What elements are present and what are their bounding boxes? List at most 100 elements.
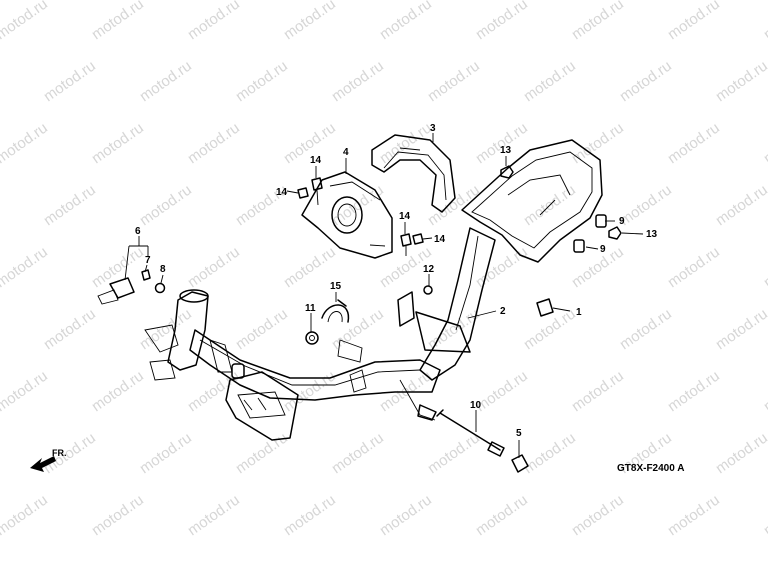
- callout-7: 7: [145, 255, 151, 266]
- watermark-text: motod.ru: [41, 181, 99, 229]
- watermark-text: motod.ru: [665, 367, 723, 415]
- watermark-text: motod.ru: [761, 119, 768, 167]
- watermark-text: motod.ru: [185, 367, 243, 415]
- watermark-text: motod.ru: [377, 491, 435, 539]
- watermark-text: motod.ru: [0, 0, 51, 43]
- front-label: FR.: [52, 448, 67, 458]
- watermark-text: motod.ru: [329, 181, 387, 229]
- watermark-text: motod.ru: [89, 243, 147, 291]
- watermark-text: motod.ru: [761, 367, 768, 415]
- callout-13a: 13: [500, 145, 512, 156]
- watermark-text: motod.ru: [617, 57, 675, 105]
- part-6-switch: [97, 277, 135, 305]
- watermark-text: motod.ru: [665, 491, 723, 539]
- callout-14a: 14: [310, 155, 322, 166]
- watermark-text: motod.ru: [473, 491, 531, 539]
- watermark-text: motod.ru: [569, 0, 627, 43]
- watermark-text: motod.ru: [761, 243, 768, 291]
- watermark-text: motod.ru: [569, 243, 627, 291]
- callout-8: 8: [160, 264, 166, 275]
- callout-3: 3: [430, 123, 436, 134]
- part-7-screw: [141, 269, 151, 281]
- callout-9b: 9: [600, 244, 606, 255]
- part-14-bolt-c: [400, 233, 412, 256]
- watermark-text: motod.ru: [665, 243, 723, 291]
- watermark-text: motod.ru: [89, 119, 147, 167]
- part-14-bolt-d: [412, 233, 424, 245]
- watermark-text: motod.ru: [425, 57, 483, 105]
- front-arrow-icon: [30, 456, 56, 472]
- watermark-text: motod.ru: [185, 243, 243, 291]
- watermark-text: motod.ru: [617, 181, 675, 229]
- watermark-text: motod.ru: [665, 0, 723, 43]
- watermark-text: motod.ru: [185, 119, 243, 167]
- callout-15: 15: [330, 281, 342, 292]
- watermark-text: motod.ru: [377, 0, 435, 43]
- watermark-text: motod.ru: [137, 181, 195, 229]
- watermark-text: motod.ru: [329, 429, 387, 477]
- part-13-nut-upper: [500, 165, 514, 179]
- watermark-text: motod.ru: [281, 491, 339, 539]
- watermark-text: motod.ru: [137, 429, 195, 477]
- watermark-text: motod.ru: [0, 305, 3, 353]
- part-3-bracket: [371, 134, 456, 213]
- watermark-text: motod.ru: [713, 181, 768, 229]
- watermark-text: motod.ru: [0, 119, 51, 167]
- watermark-text: motod.ru: [41, 429, 99, 477]
- watermark-text: motod.ru: [281, 0, 339, 43]
- watermark-layer: motod.ru motod.ru motod.ru motod.ru motod.ru…: [0, 0, 768, 539]
- callout-11: 11: [305, 303, 316, 314]
- watermark-text: motod.ru: [761, 0, 768, 43]
- callout-14d: 14: [434, 234, 446, 245]
- watermark-text: motod.ru: [761, 491, 768, 539]
- watermark-text: motod.ru: [425, 305, 483, 353]
- diagram-code: GT8X-F2400 A: [617, 463, 684, 474]
- watermark-text: motod.ru: [473, 243, 531, 291]
- watermark-text: motod.ru: [0, 57, 3, 105]
- callout-10: 10: [470, 400, 482, 411]
- watermark-text: motod.ru: [473, 119, 531, 167]
- callout-9a: 9: [619, 216, 625, 227]
- watermark-text: motod.ru: [233, 305, 291, 353]
- front-direction-indicator: FR.: [30, 448, 67, 472]
- battery-box: [225, 363, 299, 441]
- watermark-text: motod.ru: [41, 305, 99, 353]
- part-14-bolt-a: [311, 177, 323, 206]
- watermark-text: motod.ru: [713, 305, 768, 353]
- watermark-text: motod.ru: [89, 491, 147, 539]
- callout-13b: 13: [646, 229, 658, 240]
- watermark-text: motod.ru: [713, 57, 768, 105]
- watermark-text: motod.ru: [233, 57, 291, 105]
- leader-lines: [124, 133, 644, 458]
- watermark-text: motod.ru: [0, 429, 3, 477]
- watermark-text: motod.ru: [41, 57, 99, 105]
- watermark-text: motod.ru: [89, 0, 147, 43]
- callout-14b: 14: [276, 187, 288, 198]
- watermark-text: motod.ru: [0, 367, 51, 415]
- watermark-text: motod.ru: [713, 429, 768, 477]
- part-4-cover: [301, 171, 393, 259]
- watermark-text: motod.ru: [0, 181, 3, 229]
- watermark-text: motod.ru: [521, 429, 579, 477]
- callout-4: 4: [343, 147, 349, 158]
- watermark-text: motod.ru: [89, 367, 147, 415]
- callout-12: 12: [423, 264, 435, 275]
- part-9-collar-upper: [595, 214, 607, 228]
- watermark-text: motod.ru: [569, 491, 627, 539]
- part-8-nut: [154, 282, 166, 294]
- watermark-text: motod.ru: [521, 57, 579, 105]
- watermark-text: motod.ru: [329, 57, 387, 105]
- part-14-bolt-b: [297, 187, 309, 199]
- head-pipe: [144, 289, 233, 381]
- callout-14c: 14: [399, 211, 411, 222]
- callout-5: 5: [516, 428, 522, 439]
- part-2-frame: [189, 139, 603, 421]
- watermark-text: motod.ru: [473, 367, 531, 415]
- callout-labels: 1 2 3 4 5 6 7 8 9 9 10 11 12 13 13 14 14…: [135, 123, 658, 439]
- part-13-nut-right: [608, 226, 622, 240]
- callout-2: 2: [500, 306, 506, 317]
- watermark-text: motod.ru: [617, 305, 675, 353]
- watermark-text: motod.ru: [137, 305, 195, 353]
- part-12-bolt: [423, 285, 433, 295]
